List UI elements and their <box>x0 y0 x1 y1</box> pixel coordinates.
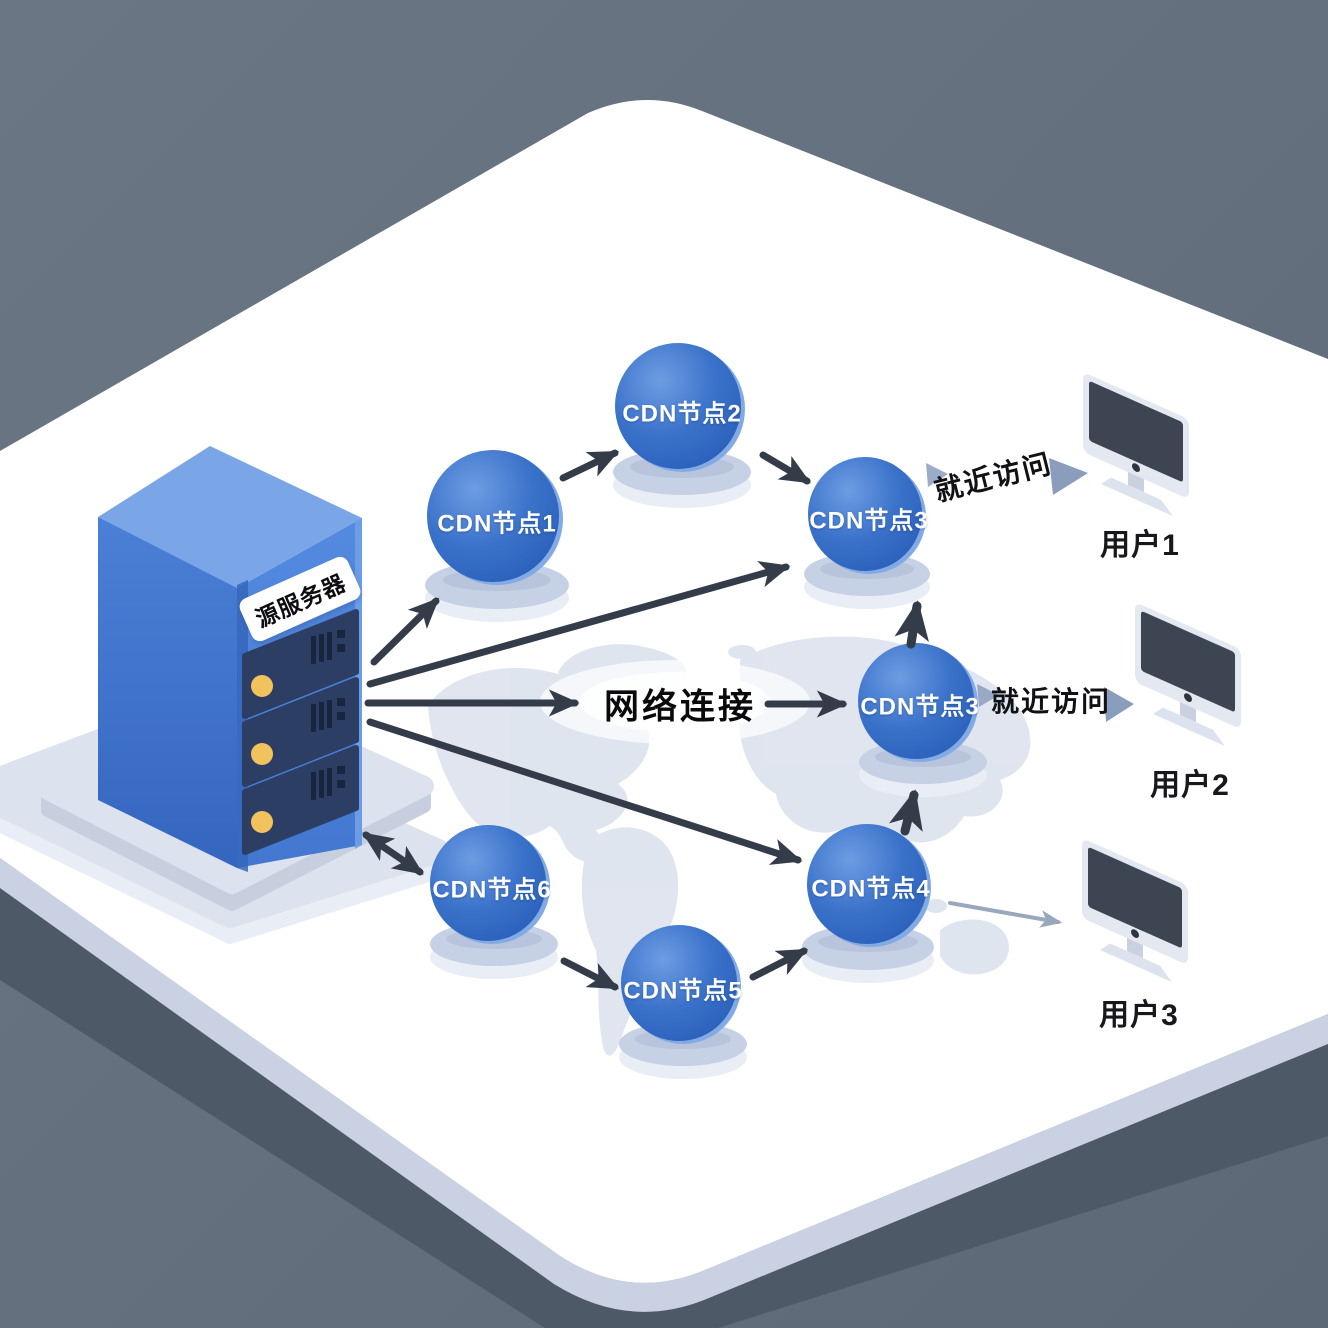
server-left-face <box>98 517 237 868</box>
arrow-node4-to-user3 <box>948 901 1063 928</box>
arrow-server-to-node6 <box>362 831 424 876</box>
cdn-node-2 <box>613 343 751 508</box>
monitor-base <box>1100 943 1172 983</box>
monitor-base <box>1153 707 1225 747</box>
triangle-to-user1 <box>1049 458 1088 495</box>
monitor-neck <box>1180 702 1196 723</box>
connection-arrows <box>362 449 929 991</box>
cdn-node-3-top <box>804 457 930 609</box>
map-fade-inner <box>580 672 770 732</box>
monitor-user2 <box>1135 604 1241 747</box>
monitor-neck <box>1128 472 1144 493</box>
monitor-screen <box>1141 611 1235 712</box>
triangle-node3top-start <box>926 463 948 487</box>
platform-shadow <box>0 888 1328 1328</box>
server-led-lights <box>251 675 273 833</box>
cdn-node-1 <box>425 450 569 622</box>
triangle-node3mid-start <box>977 684 999 707</box>
arrow-node3-middle-to-node3-top <box>894 600 929 649</box>
monitor-user3 <box>1082 840 1188 983</box>
cdn-node-3-middle <box>858 643 987 797</box>
monitor-base <box>1101 477 1173 517</box>
triangle-to-user2 <box>1104 687 1134 722</box>
monitor-user1 <box>1083 374 1189 517</box>
arrow-node6-to-node5 <box>560 957 620 991</box>
monitor-neck <box>1127 938 1143 959</box>
monitor-camera-dot <box>1131 929 1139 938</box>
arrow-node4-to-node3-middle <box>888 789 923 836</box>
nearby-access-arrowheads <box>926 458 1134 722</box>
arrow-node1-to-node2 <box>559 449 620 482</box>
arrow-server-to-node3-top <box>366 561 791 688</box>
origin-server <box>98 446 362 872</box>
server-top-face <box>98 446 362 588</box>
monitor-screen <box>1089 381 1183 482</box>
arrow-server-to-node1 <box>370 597 440 666</box>
monitor-camera-dot <box>1184 693 1192 702</box>
arrow-node2-to-node3-top <box>759 451 811 485</box>
cdn-node-6 <box>430 825 558 979</box>
monitor-camera-dot <box>1132 463 1140 472</box>
server-vents <box>311 630 345 800</box>
monitor-screen <box>1088 847 1182 948</box>
arrow-node5-to-node4 <box>749 947 809 981</box>
cdn-node-5 <box>619 925 747 1079</box>
arrow-server-to-node4 <box>366 718 803 865</box>
cdn-node-4 <box>802 824 934 983</box>
